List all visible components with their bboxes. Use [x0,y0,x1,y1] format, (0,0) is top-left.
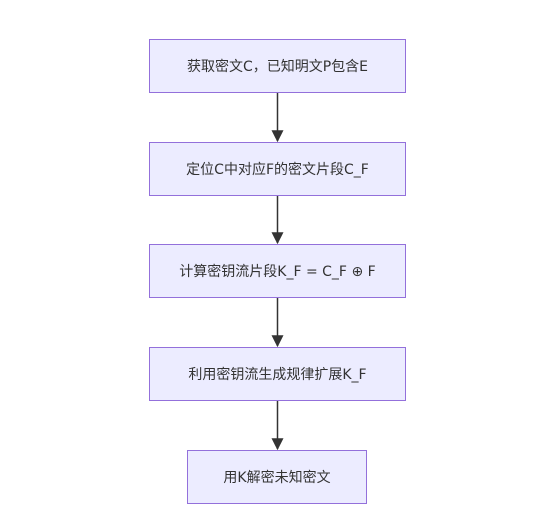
flow-node-label: 获取密文C，已知明文P包含E [186,59,369,75]
flow-node-label: 计算密钥流片段K_F = C_F ⊕ F [179,264,376,280]
flow-node-step2: 定位C中对应F的密文片段C_F [149,142,406,196]
flow-node-step1: 获取密文C，已知明文P包含E [149,39,406,93]
flow-node-label: 定位C中对应F的密文片段C_F [186,162,369,178]
flow-node-step4: 利用密钥流生成规律扩展K_F [149,347,406,401]
flow-node-step5: 用K解密未知密文 [187,450,367,504]
flow-node-step3: 计算密钥流片段K_F = C_F ⊕ F [149,244,406,298]
flow-node-label: 利用密钥流生成规律扩展K_F [188,367,367,383]
flow-node-label: 用K解密未知密文 [223,470,331,486]
